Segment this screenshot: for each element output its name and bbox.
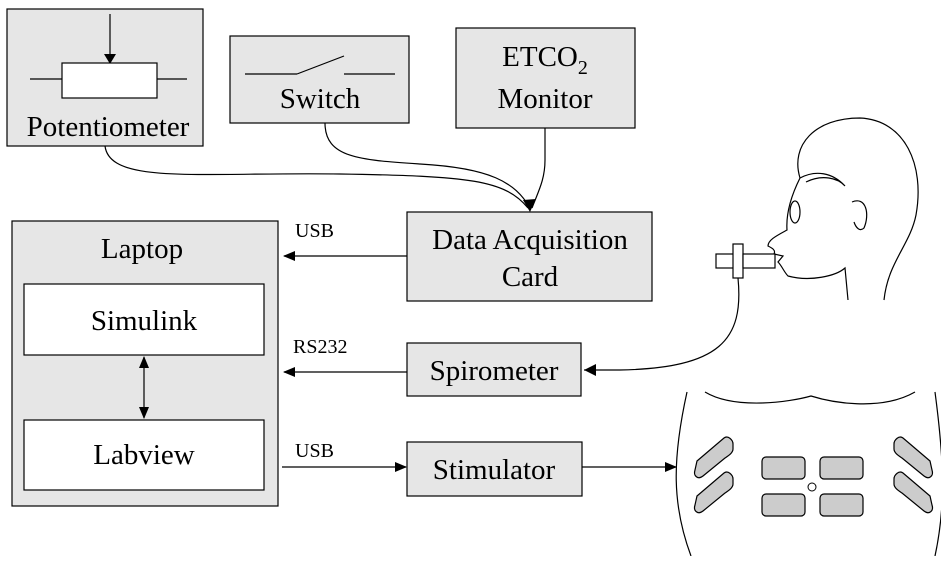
electrode-pad-center-tl	[761, 456, 806, 480]
etco2-subscript: 2	[578, 57, 588, 79]
switch-label: Switch	[280, 83, 361, 115]
rs232-label: RS232	[293, 336, 347, 358]
hair-line	[799, 172, 846, 187]
switch-symbol-blade	[296, 55, 345, 75]
switch-wire	[324, 122, 531, 209]
potentiometer-wiper-arrow	[104, 54, 116, 64]
etco2-label: ETCO2	[502, 41, 588, 79]
labview-box	[23, 419, 265, 491]
collarbone-line	[704, 391, 916, 405]
ear	[851, 200, 868, 231]
electrode-pad-right-lower	[893, 471, 934, 514]
head-illustration	[767, 117, 919, 301]
torso-illustration	[675, 391, 941, 557]
electrode-pad-center-bl	[761, 493, 806, 517]
spirometer-input-arrow	[584, 364, 596, 376]
etco2-monitor-block: ETCO2 Monitor	[455, 27, 636, 129]
monitor-label: Monitor	[497, 83, 592, 115]
stimulator-block: Stimulator	[406, 441, 583, 497]
laptop-block: Laptop Simulink Labview	[11, 220, 279, 507]
electrode-pad-center-br	[819, 493, 864, 517]
usb-stim-label: USB	[295, 440, 334, 462]
spirometer-block: Spirometer	[406, 342, 582, 397]
etco2-wire	[531, 128, 546, 209]
potentiometer-block: Potentiometer	[6, 8, 204, 147]
torso-left-outline	[675, 391, 692, 557]
etco2-label-text: ETCO	[502, 41, 578, 73]
daq-card-block: Data Acquisition Card	[406, 211, 653, 302]
resistor-symbol	[61, 62, 158, 99]
potentiometer-label: Potentiometer	[27, 111, 190, 143]
simulink-label: Simulink	[91, 305, 198, 337]
switch-block: Switch	[229, 35, 410, 124]
daq-label-line2: Card	[502, 261, 559, 293]
mouthpiece-tube	[584, 277, 740, 371]
electrode-pad-left-lower	[693, 471, 734, 514]
usb-daq-label: USB	[295, 220, 334, 242]
simulink-box	[23, 283, 265, 356]
torso-right-outline	[934, 391, 941, 557]
daq-label-line1: Data Acquisition	[432, 224, 628, 256]
potentiometer-wire	[104, 145, 529, 209]
mouthpiece-icon	[715, 243, 776, 279]
stimulator-label: Stimulator	[433, 454, 556, 486]
face-profile-outline	[767, 177, 849, 301]
daq-input-arrow	[523, 199, 536, 212]
electrode-pad-right-upper	[893, 436, 934, 479]
eye	[789, 200, 801, 224]
electrode-pad-center-tr	[819, 456, 864, 480]
head-back-outline	[797, 117, 919, 301]
labview-label: Labview	[93, 439, 195, 471]
electrode-pad-left-upper	[693, 436, 734, 479]
spirometer-label: Spirometer	[430, 355, 559, 387]
navel-marker	[807, 482, 817, 492]
laptop-label: Laptop	[101, 233, 183, 265]
